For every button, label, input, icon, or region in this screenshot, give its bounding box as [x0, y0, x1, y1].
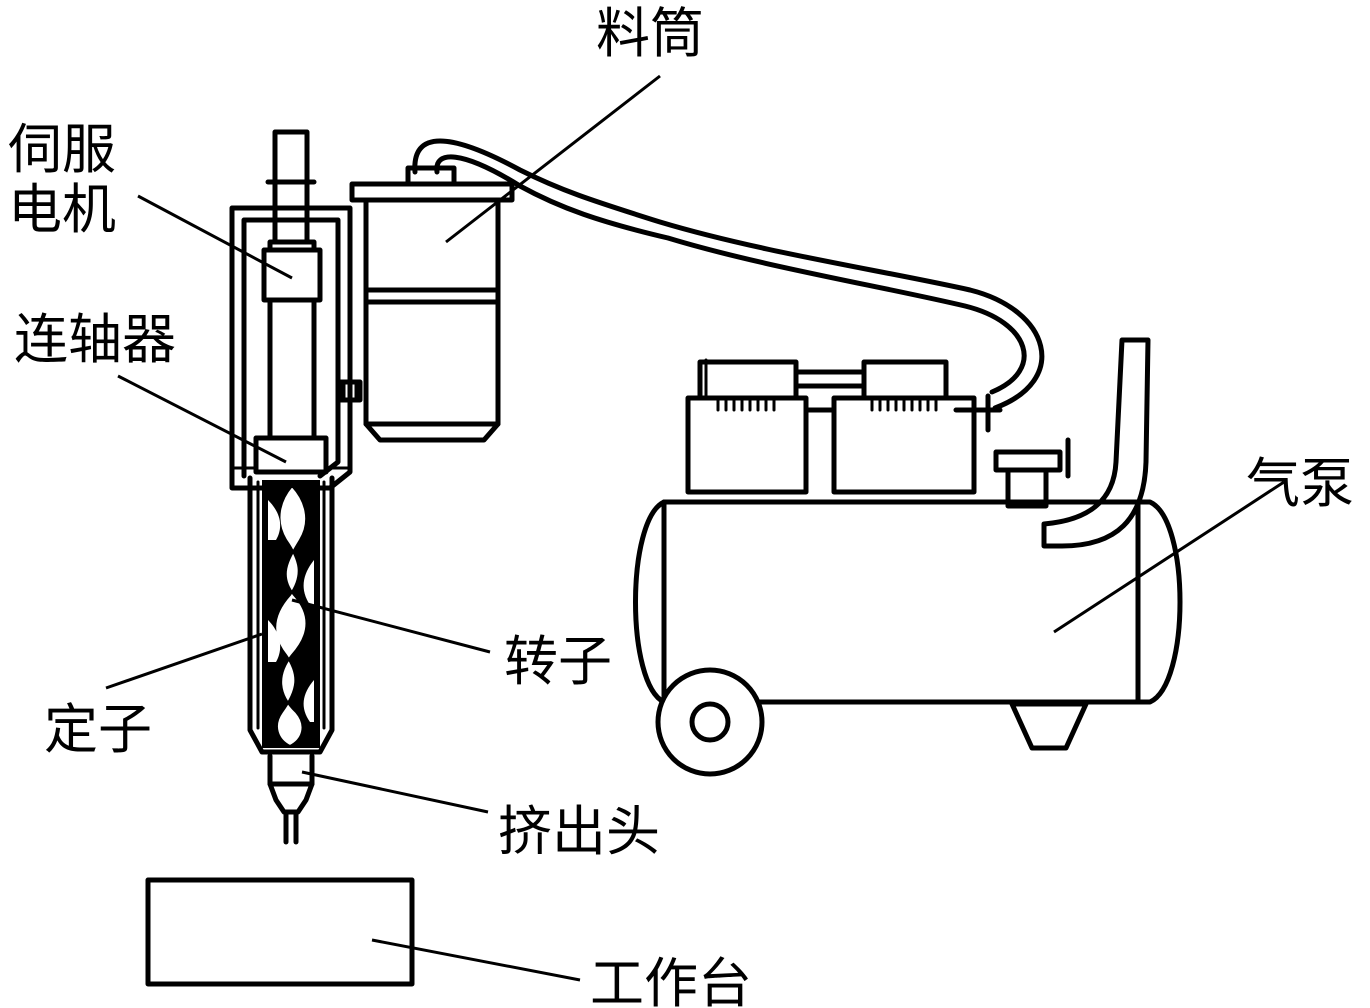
- label-worktable: 工作台: [590, 952, 752, 1008]
- stator-tube: [247, 475, 335, 755]
- pump-foot: [1009, 701, 1089, 751]
- worktable-platform: [145, 877, 415, 987]
- leader-servo-motor: [137, 194, 293, 280]
- material-barrel: [349, 165, 515, 443]
- extrusion-nozzle: [267, 753, 315, 845]
- label-nozzle: 挤出头: [498, 800, 660, 863]
- pump-wheel: [655, 667, 765, 777]
- leader-rotor: [291, 598, 491, 654]
- leader-air-pump: [1053, 480, 1285, 634]
- air-tank: [633, 499, 1183, 705]
- label-servo-line1: 伺服: [8, 118, 116, 181]
- label-coupling: 连轴器: [14, 308, 176, 371]
- label-barrel: 料筒: [596, 2, 704, 65]
- label-rotor: 转子: [504, 630, 612, 693]
- label-stator: 定子: [44, 698, 152, 761]
- compressor-motor-units: [685, 358, 1003, 495]
- servo-motor-block: [261, 247, 323, 303]
- leader-worktable: [371, 938, 581, 982]
- leader-nozzle: [301, 770, 489, 814]
- barrel-mount-bolt: [337, 379, 363, 403]
- leader-coupling: [117, 374, 287, 464]
- label-air-pump: 气泵: [1246, 452, 1354, 515]
- pump-handle: [1041, 337, 1151, 549]
- rotor-screw: [262, 480, 320, 748]
- pressure-valve: [993, 437, 1071, 509]
- label-servo-line2: 电机: [8, 178, 116, 241]
- air-hose: [412, 138, 1045, 411]
- coupling-block: [253, 435, 329, 475]
- leader-stator: [105, 632, 263, 690]
- leader-barrel: [445, 74, 661, 244]
